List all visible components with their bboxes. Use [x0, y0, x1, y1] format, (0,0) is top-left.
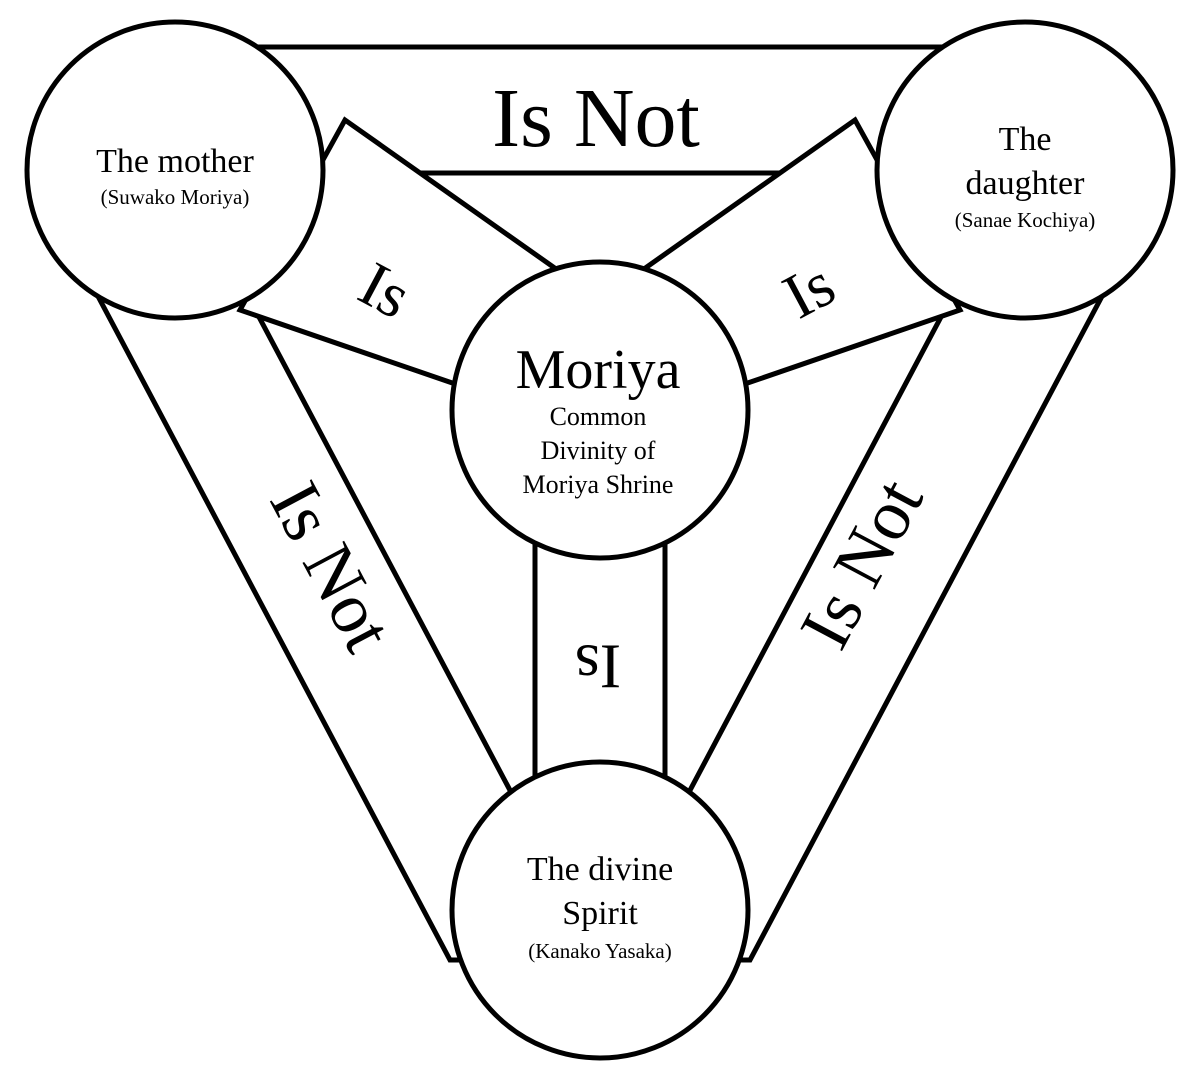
circle-spirit — [449, 759, 751, 1061]
center-sub-line3: Moriya Shrine — [523, 470, 674, 499]
daughter-sub: (Sanae Kochiya) — [955, 208, 1096, 232]
daughter-name-line1: The — [999, 121, 1052, 158]
circle-mother — [24, 19, 326, 321]
circle-daughter — [874, 19, 1176, 321]
circle-center — [449, 259, 751, 561]
spirit-sub: (Kanako Yasaka) — [528, 939, 671, 963]
spirit-name-line1: The divine — [527, 851, 673, 888]
spirit-name-line2: Spirit — [562, 895, 638, 932]
nodes — [24, 19, 1176, 1061]
mother-sub: (Suwako Moriya) — [101, 185, 250, 209]
daughter-name-line2: daughter — [966, 165, 1086, 202]
center-sub-line1: Common — [550, 402, 647, 431]
mother-name: The mother — [96, 143, 254, 180]
node-labels: The mother (Suwako Moriya) The daughter … — [96, 121, 1095, 963]
center-sub-line2: Divinity of — [541, 436, 656, 465]
label-mother-daughter: Is Not — [492, 72, 700, 165]
label-spirit-center: Is — [575, 631, 621, 702]
center-title: Moriya — [516, 339, 681, 401]
